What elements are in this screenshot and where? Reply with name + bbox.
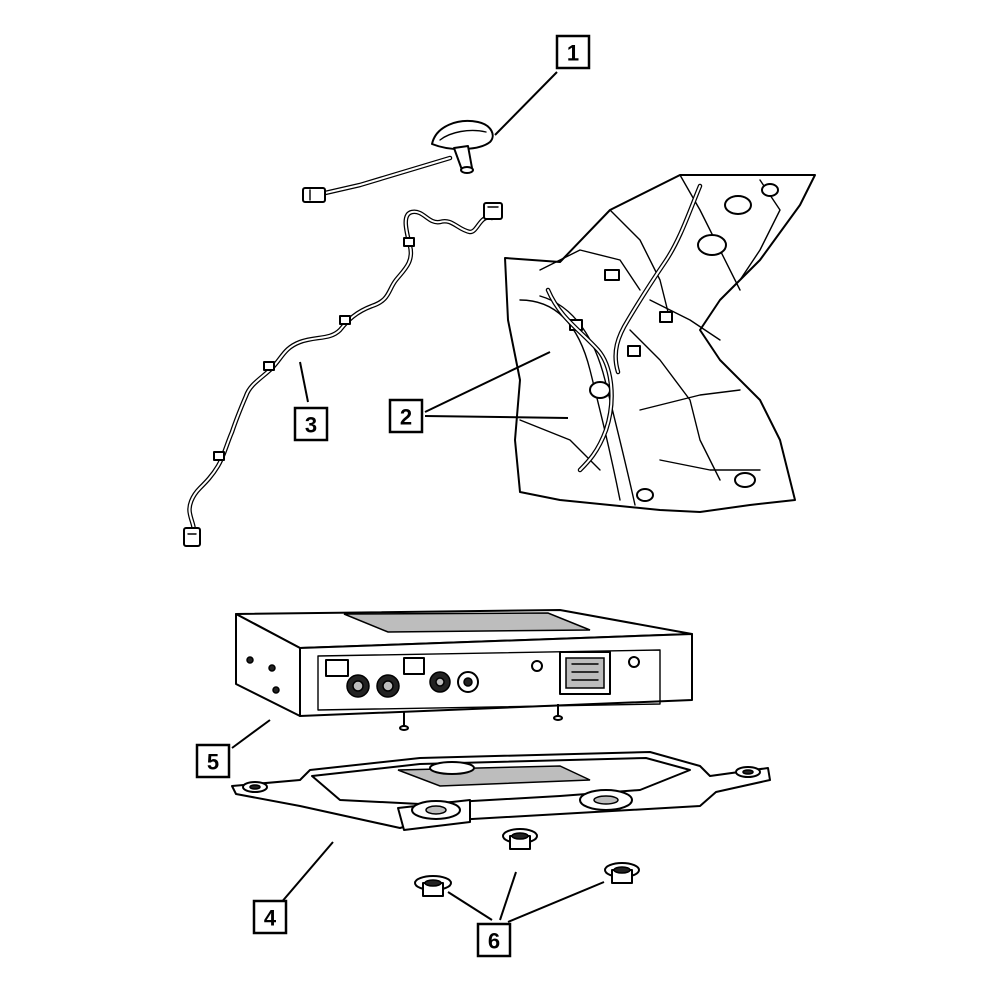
callout-3: 3 [293, 406, 329, 442]
callout-1: 1 [555, 34, 591, 70]
callout-3-label: 3 [305, 413, 317, 438]
leader-lines [231, 71, 605, 923]
callout-2: 2 [388, 398, 424, 434]
callout-4: 4 [252, 899, 288, 935]
callout-4-label: 4 [264, 906, 277, 931]
callout-1-label: 1 [567, 41, 579, 66]
mounting-bracket-icon [231, 751, 771, 831]
callout-5: 5 [195, 743, 231, 779]
radio-module-icon [235, 609, 693, 731]
wiring-harness-icon [183, 202, 503, 547]
flange-nut-icon [414, 828, 640, 897]
callout-5-label: 5 [207, 750, 219, 775]
callout-2-label: 2 [400, 405, 412, 430]
callout-6-label: 6 [488, 929, 500, 954]
flange-nut-right [604, 862, 640, 884]
flange-nut-left [414, 875, 452, 897]
vehicle-body-panel-icon [504, 174, 816, 513]
callout-6: 6 [476, 922, 512, 958]
flange-nut-center [502, 828, 538, 850]
antenna-icon [302, 120, 494, 203]
